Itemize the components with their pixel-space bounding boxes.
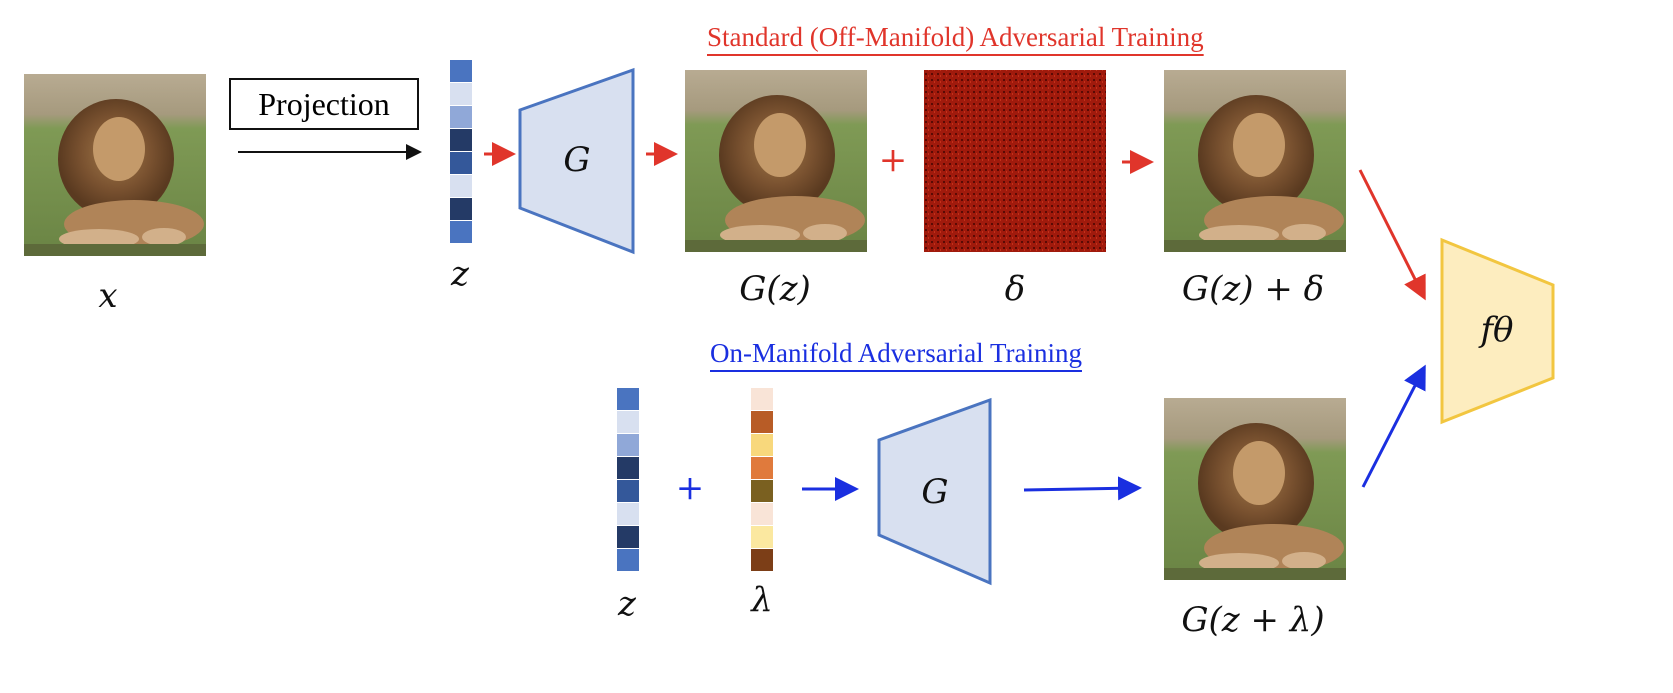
vector-cell [751, 457, 773, 479]
vector-cell [751, 503, 773, 525]
vector-cell [751, 388, 773, 410]
vector-cell [450, 129, 472, 151]
latent-vector-z-bottom [617, 388, 639, 571]
blue-arrow-to-classifier [1361, 364, 1426, 488]
vector-cell [617, 457, 639, 479]
generator-bottom [877, 397, 992, 586]
label-f-theta: fθ [1480, 310, 1514, 350]
on-manifold-training-title: On-Manifold Adversarial Training [710, 338, 1082, 368]
label-z-bottom: z [618, 584, 636, 624]
vector-cell [450, 221, 472, 243]
vector-cell [617, 503, 639, 525]
vector-cell [617, 388, 639, 410]
vector-cell [617, 411, 639, 433]
vector-cell [450, 60, 472, 82]
blue-arrow [1023, 476, 1142, 501]
vector-cell [751, 549, 773, 571]
vector-cell [751, 526, 773, 548]
classifier-f-theta [1440, 237, 1555, 425]
vector-cell [617, 434, 639, 456]
vector-cell [450, 175, 472, 197]
perturbed-image-gz-delta [1164, 70, 1346, 252]
label-g-top: G [563, 140, 591, 180]
plus-top: + [878, 140, 908, 180]
label-delta: δ [1004, 269, 1026, 309]
label-gz: G(z) [739, 269, 811, 309]
vector-cell [450, 198, 472, 220]
vector-cell [751, 480, 773, 502]
label-gz-delta: G(z) + δ [1181, 269, 1325, 309]
red-arrow-to-classifier [1358, 169, 1426, 301]
vector-cell [617, 526, 639, 548]
vector-cell [751, 411, 773, 433]
label-x: x [98, 276, 118, 316]
projection-box: Projection [229, 78, 419, 130]
latent-perturbation-lambda [751, 388, 773, 571]
generator-top [518, 67, 635, 255]
generated-image-gz-lambda [1164, 398, 1346, 580]
vector-cell [617, 549, 639, 571]
latent-vector-z-top [450, 60, 472, 243]
standard-training-title: Standard (Off-Manifold) Adversarial Trai… [707, 22, 1204, 52]
vector-cell [751, 434, 773, 456]
perturbation-delta-image [924, 70, 1106, 252]
vector-cell [450, 83, 472, 105]
label-lambda: λ [751, 580, 773, 620]
plus-bottom: + [675, 468, 705, 508]
vector-cell [617, 480, 639, 502]
generated-image-gz [685, 70, 867, 252]
vector-cell [450, 106, 472, 128]
input-image-x [24, 74, 206, 256]
label-g-bottom: G [921, 472, 949, 512]
label-gz-lambda: G(z + λ) [1181, 600, 1325, 640]
label-z-top: z [451, 254, 469, 294]
vector-cell [450, 152, 472, 174]
